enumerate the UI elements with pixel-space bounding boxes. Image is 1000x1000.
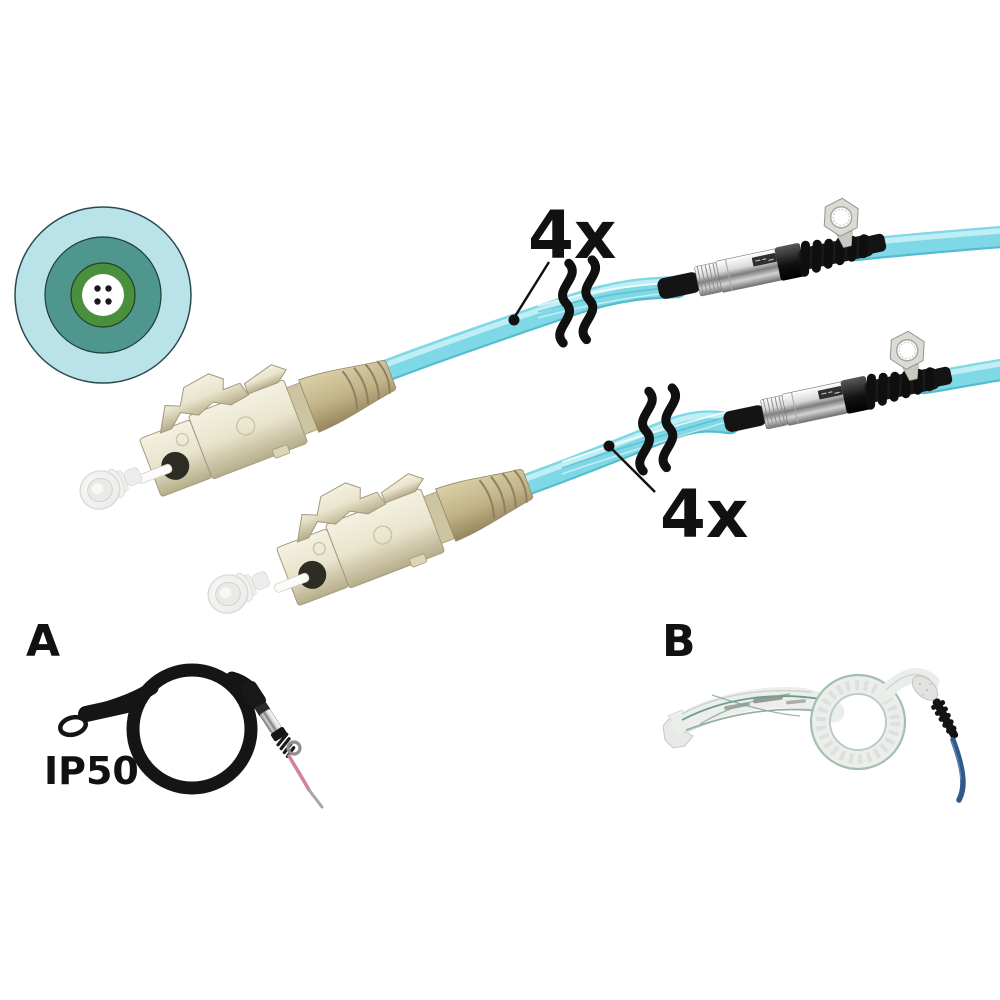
sock-wrap-speckles bbox=[919, 683, 932, 696]
fiber-dots bbox=[94, 285, 112, 305]
sock-blue-cable bbox=[950, 737, 966, 803]
lower-cable-assembly: 4x bbox=[247, 323, 1000, 618]
sock-strain-relief bbox=[931, 698, 959, 739]
grip-wire-loop bbox=[58, 714, 88, 738]
sock-green-cords bbox=[681, 693, 827, 731]
fiber-strands-upper bbox=[537, 282, 669, 319]
leader-dot-lower bbox=[603, 440, 615, 452]
fiber-cross-section-diagram bbox=[14, 206, 192, 384]
leader-line-lower bbox=[608, 445, 656, 493]
grip-bare-fiber-tip bbox=[307, 788, 324, 809]
upper-cable-assembly: 4x bbox=[110, 190, 1000, 509]
dust-cap-lower bbox=[201, 559, 276, 620]
grip-pink-fiber bbox=[287, 754, 311, 792]
pulling-coupling-upper bbox=[646, 190, 890, 309]
lc-connector-lower bbox=[247, 420, 543, 618]
grip-metal-ring bbox=[286, 740, 302, 756]
cross-section-center bbox=[82, 274, 124, 316]
pulling-grip-a bbox=[58, 663, 324, 809]
sock-wrapped-connector bbox=[911, 675, 939, 701]
quantity-label-upper: 4x bbox=[528, 197, 617, 274]
sock-tube-edge-top bbox=[681, 689, 813, 715]
sock-coil bbox=[809, 673, 907, 771]
variant-a-label: A bbox=[26, 616, 60, 667]
protection-rating-label: IP50 bbox=[44, 749, 139, 793]
callout-lower: 4x bbox=[603, 440, 749, 553]
leader-dot-upper bbox=[508, 314, 520, 326]
leader-line-upper bbox=[512, 261, 551, 319]
pulling-coupling-lower bbox=[712, 323, 956, 442]
sock-blue-cable-highlight bbox=[950, 740, 962, 781]
section-a: A IP50 bbox=[26, 616, 324, 809]
dust-cap-upper bbox=[73, 455, 148, 516]
callout-upper: 4x bbox=[508, 197, 617, 326]
quantity-label-lower: 4x bbox=[660, 476, 749, 553]
grip-cable-coil bbox=[126, 663, 258, 795]
pulling-sock-b bbox=[662, 668, 966, 803]
section-b: B bbox=[662, 616, 966, 803]
fiber-cable-upper bbox=[370, 276, 687, 382]
variant-b-label: B bbox=[662, 616, 696, 667]
